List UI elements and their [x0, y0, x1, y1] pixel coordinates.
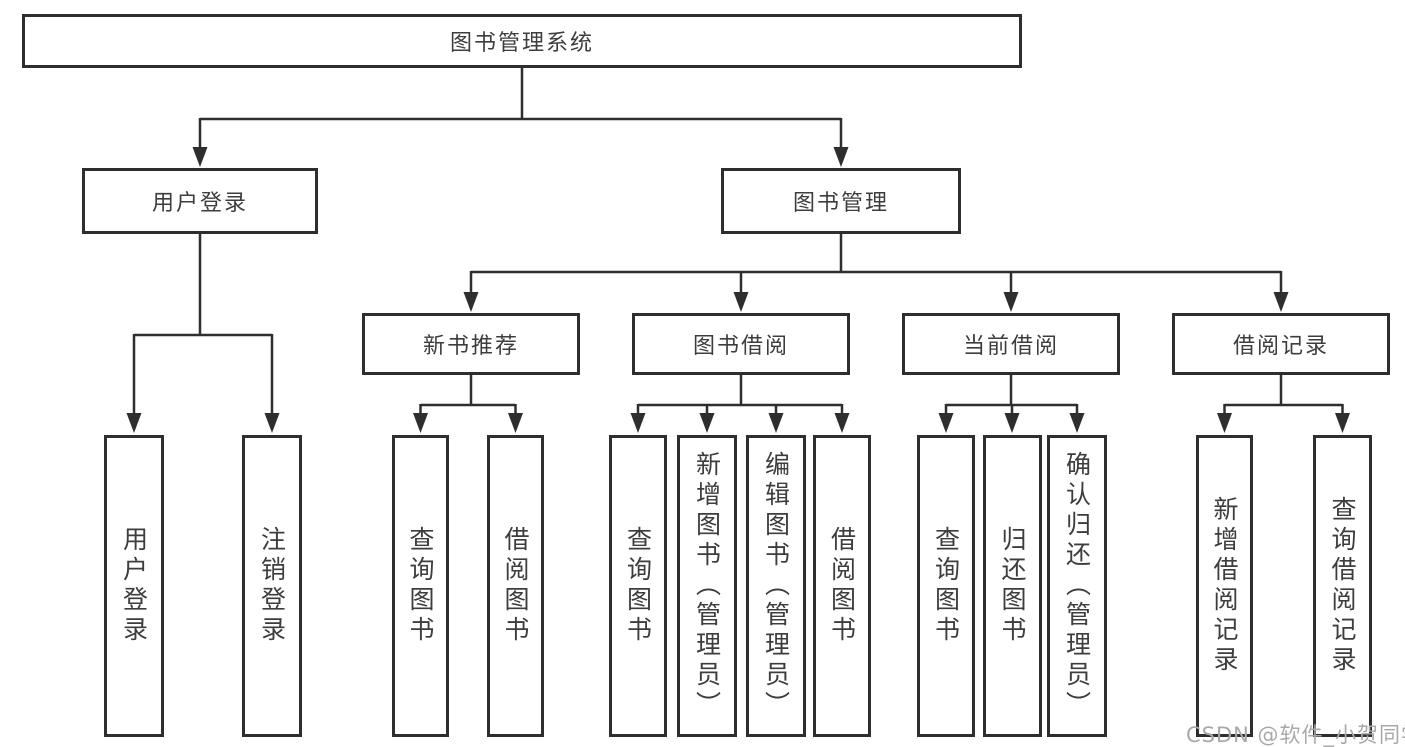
- leaf-label: 确认归还（管理员）: [1062, 451, 1092, 721]
- leaf-return-books: 归还图书: [983, 435, 1042, 737]
- leaf-label: 归还图书: [998, 526, 1027, 646]
- leaf-query-books-borrowing: 查询图书: [609, 435, 667, 737]
- leaf-label: 借阅图书: [501, 526, 530, 646]
- csdn-watermark: CSDN @软件_小贺同学: [1186, 723, 1405, 747]
- leaf-label: 借阅图书: [827, 526, 857, 646]
- leaf-label: 注销登录: [257, 526, 287, 646]
- leaf-logout: 注销登录: [242, 435, 302, 737]
- leaf-label: 新增图书（管理员）: [692, 451, 722, 721]
- leaf-label: 新增借阅记录: [1210, 496, 1239, 676]
- leaf-label: 查询图书: [623, 526, 653, 646]
- leaf-label: 编辑图书（管理员）: [761, 451, 791, 721]
- node-library-management-system: 图书管理系统: [22, 14, 1022, 68]
- leaf-borrow-books-borrowing: 借阅图书: [813, 435, 871, 737]
- node-label: 当前借阅: [962, 334, 1059, 359]
- leaf-confirm-return-admin: 确认归还（管理员）: [1047, 435, 1107, 737]
- leaf-query-borrow-record: 查询借阅记录: [1313, 435, 1372, 737]
- leaf-edit-books-admin: 编辑图书（管理员）: [746, 435, 806, 737]
- leaf-query-books-current: 查询图书: [917, 435, 975, 737]
- node-current-borrowing: 当前借阅: [902, 313, 1120, 375]
- node-label: 新书推荐: [422, 334, 519, 359]
- node-borrowing-records: 借阅记录: [1172, 313, 1390, 375]
- leaf-label: 查询图书: [931, 526, 961, 646]
- node-book-management: 图书管理: [721, 168, 961, 234]
- node-label: 图书管理: [792, 191, 889, 216]
- arrowheads: [126, 147, 1350, 433]
- leaf-borrow-books-newbook: 借阅图书: [487, 435, 544, 737]
- node-label: 借阅记录: [1232, 334, 1329, 359]
- leaf-user-login: 用户登录: [104, 435, 164, 737]
- node-label: 用户登录: [151, 191, 248, 216]
- node-label: 图书管理系统: [449, 31, 594, 56]
- leaf-add-books-admin: 新增图书（管理员）: [677, 435, 737, 737]
- node-new-book-recommend: 新书推荐: [362, 313, 580, 375]
- node-book-borrowing: 图书借阅: [632, 313, 850, 375]
- leaf-label: 查询图书: [406, 526, 435, 646]
- leaf-label: 用户登录: [119, 526, 149, 646]
- leaf-label: 查询借阅记录: [1328, 496, 1357, 676]
- node-label: 图书借阅: [692, 334, 789, 359]
- node-user-login: 用户登录: [82, 168, 318, 234]
- leaf-query-books-newbook: 查询图书: [392, 435, 449, 737]
- leaf-add-borrow-record: 新增借阅记录: [1196, 435, 1253, 737]
